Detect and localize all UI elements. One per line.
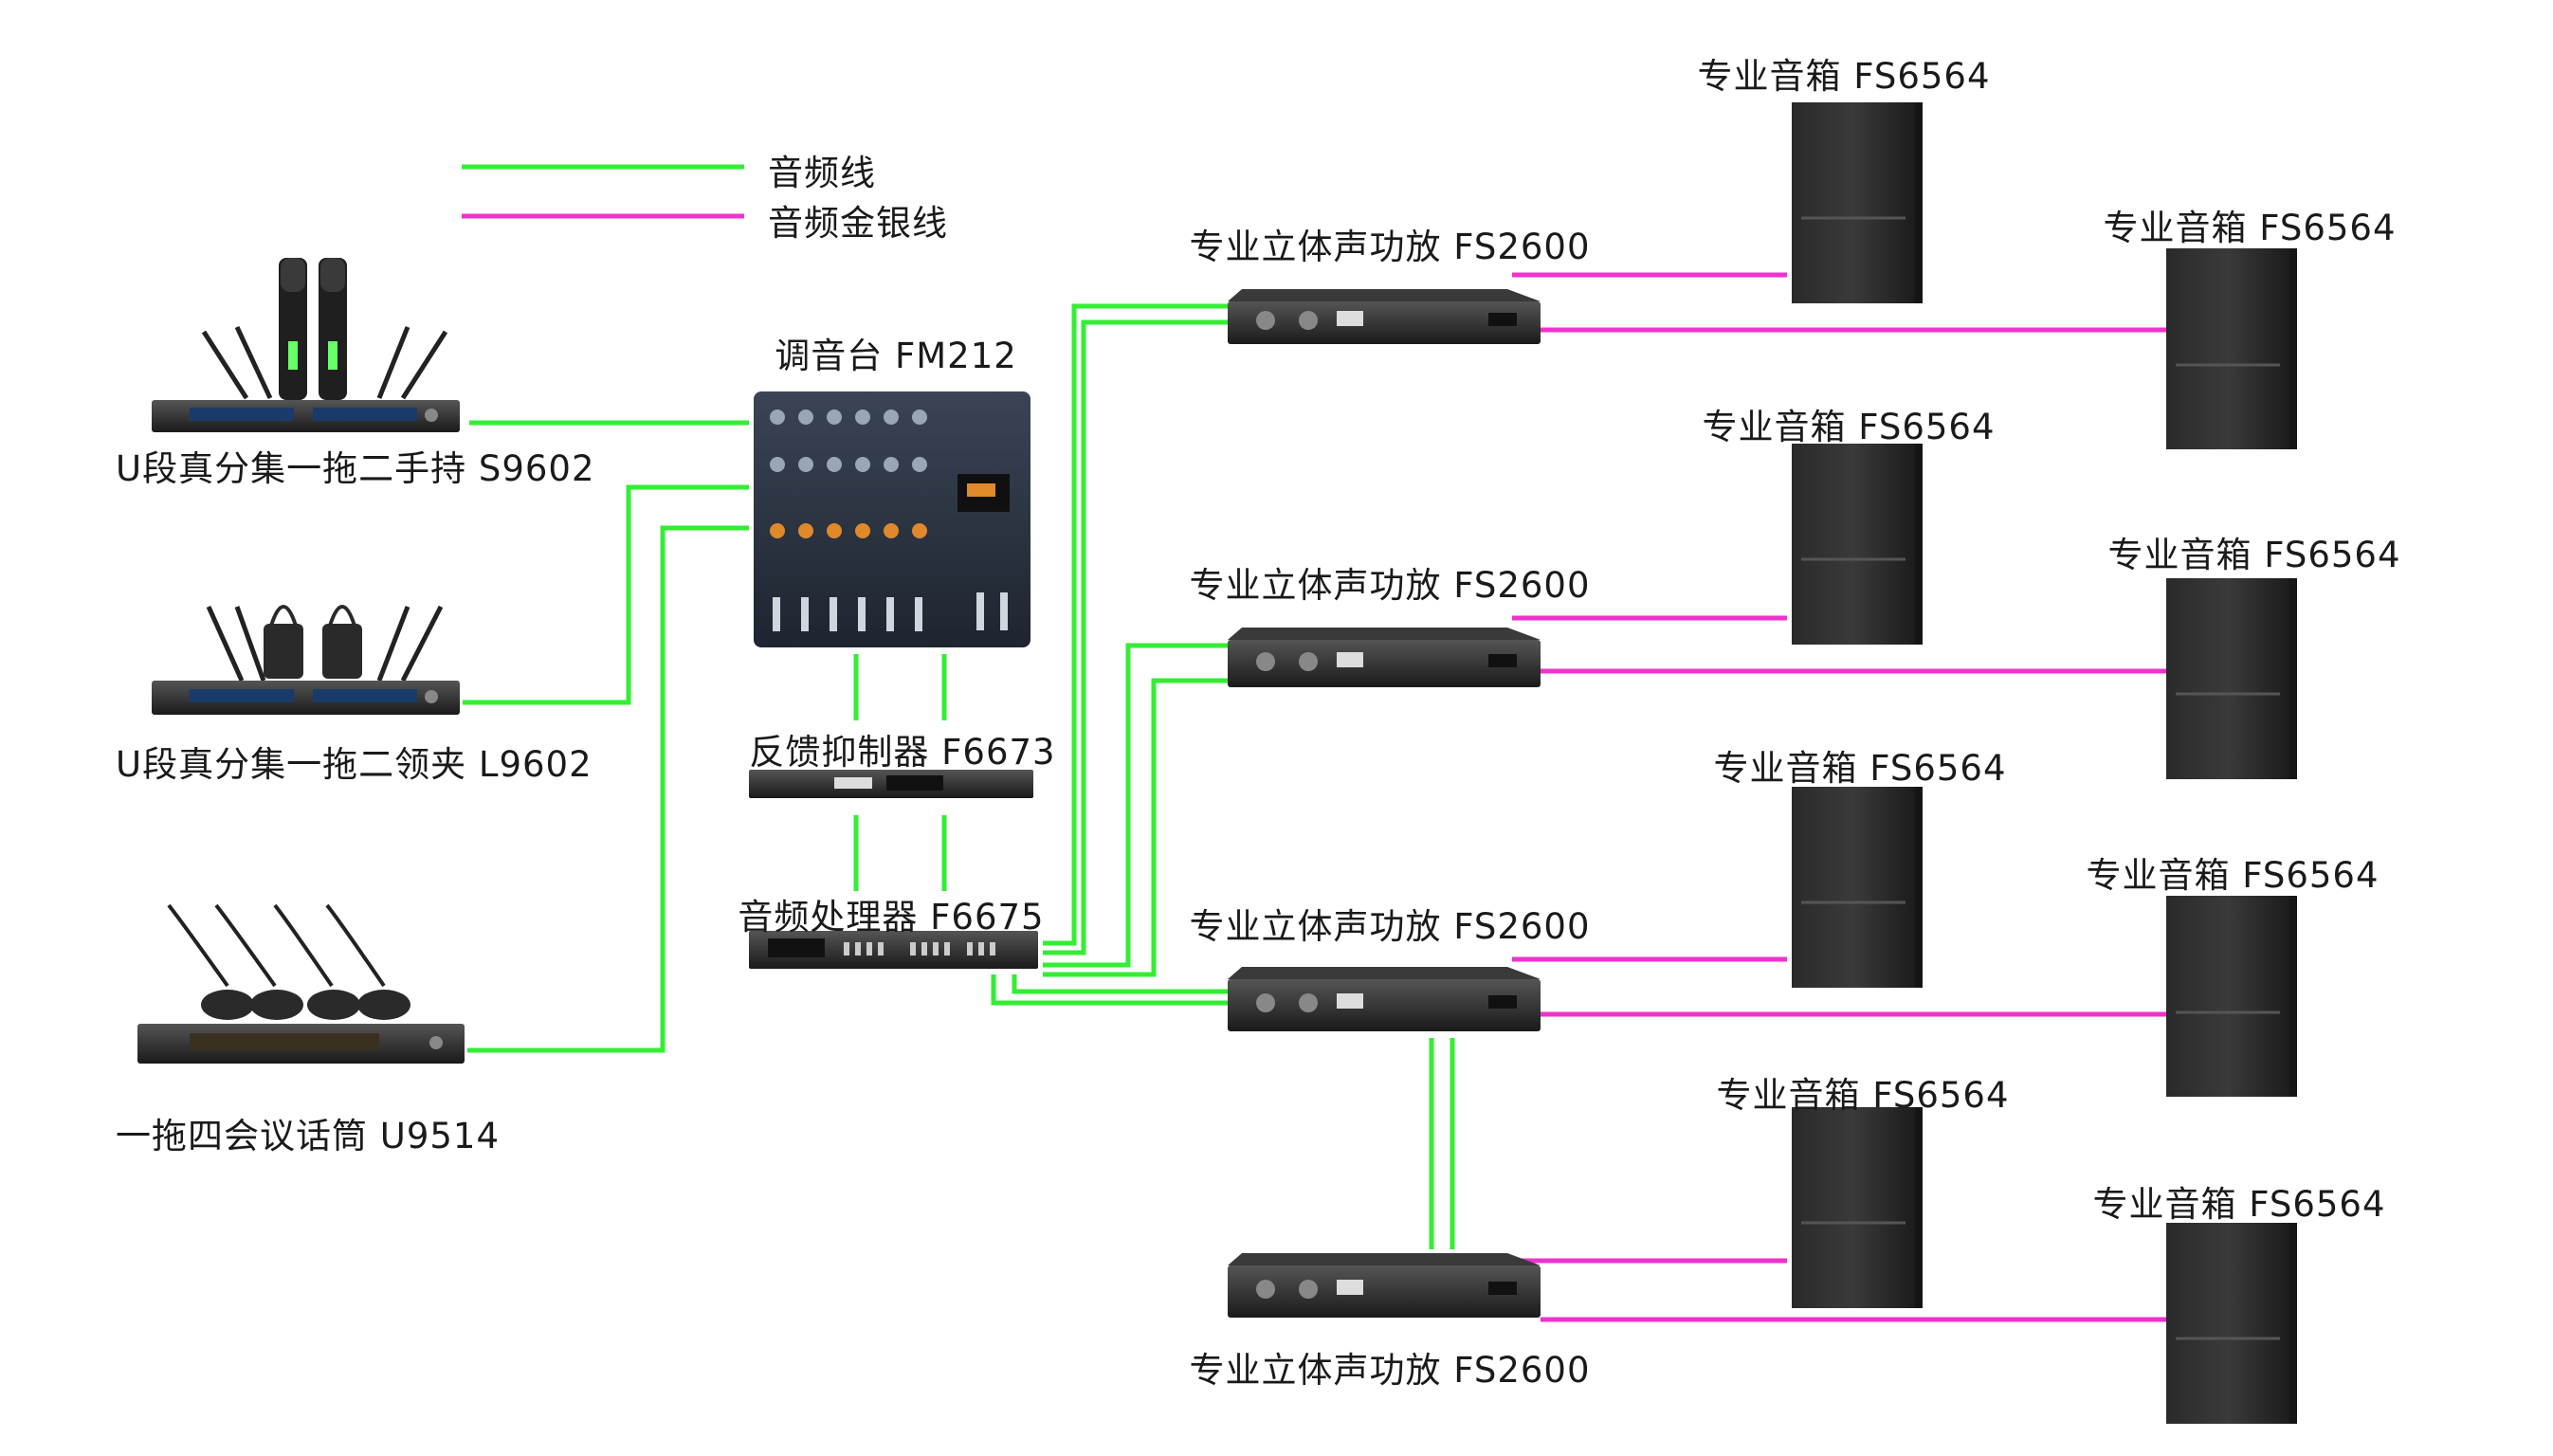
speaker-5-label: 专业音箱 FS6564	[1713, 748, 2007, 789]
speaker-4	[2166, 578, 2297, 779]
amplifier-3	[1228, 967, 1541, 1031]
amp-2-label: 专业立体声功放 FS2600	[1189, 565, 1591, 606]
feedback-suppressor-f6673	[749, 770, 1033, 798]
audio-lines	[463, 303, 1455, 1249]
speaker-7	[1792, 1107, 1923, 1308]
speaker-2-label: 专业音箱 FS6564	[2103, 208, 2397, 248]
speaker-2	[2166, 248, 2297, 449]
speaker-8-label: 专业音箱 FS6564	[2092, 1184, 2386, 1225]
wireless-lavalier-receiver	[152, 605, 460, 715]
handheld-mic-2	[319, 258, 347, 400]
amp-1-label: 专业立体声功放 FS2600	[1189, 227, 1591, 267]
amplifier-2	[1228, 628, 1541, 687]
legend	[462, 164, 744, 219]
speaker-6	[2166, 896, 2297, 1097]
speaker-8	[2166, 1223, 2297, 1424]
bodypack-2	[322, 624, 362, 679]
audio-processor-label: 音频处理器 F6675	[738, 897, 1045, 937]
bodypack-1	[264, 624, 303, 679]
mic-handheld-label: U段真分集一拖二手持 S9602	[116, 448, 595, 489]
amplifier-1	[1228, 289, 1541, 344]
mixer-label: 调音台 FM212	[775, 336, 1017, 376]
audio-processor-f6675	[749, 931, 1038, 969]
speaker-7-label: 专业音箱 FS6564	[1716, 1075, 2010, 1116]
speaker-6-label: 专业音箱 FS6564	[2086, 855, 2380, 896]
speaker-3	[1792, 444, 1923, 645]
mic-conference-label: 一拖四会议话筒 U9514	[116, 1116, 501, 1156]
wireless-handheld-receiver	[152, 258, 460, 432]
speaker-1	[1792, 102, 1923, 303]
legend-audio-line-label: 音频线	[768, 153, 876, 193]
conference-mic-system	[137, 903, 465, 1064]
speaker-5	[1792, 787, 1923, 988]
speaker-3-label: 专业音箱 FS6564	[1702, 407, 1996, 447]
legend-gold-silver-line-label: 音频金银线	[768, 203, 948, 244]
gold-silver-lines	[1512, 272, 2166, 1322]
speaker-4-label: 专业音箱 FS6564	[2107, 535, 2401, 575]
amplifier-4	[1228, 1253, 1541, 1318]
feedback-suppressor-label: 反馈抑制器 F6673	[749, 732, 1056, 773]
mixer-fm212	[754, 391, 1030, 647]
amp-3-label: 专业立体声功放 FS2600	[1189, 906, 1591, 947]
amp-4-label: 专业立体声功放 FS2600	[1189, 1350, 1591, 1391]
speaker-1-label: 专业音箱 FS6564	[1697, 56, 1991, 97]
handheld-mic-1	[279, 258, 307, 400]
mic-lavalier-label: U段真分集一拖二领夹 L9602	[116, 744, 593, 785]
